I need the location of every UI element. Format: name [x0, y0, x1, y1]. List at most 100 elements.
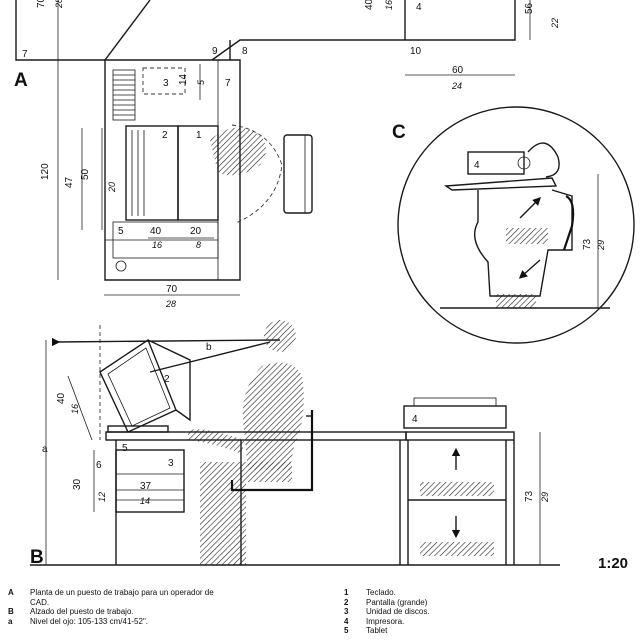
- label-c: C: [392, 122, 406, 143]
- arrow-down-c: [518, 259, 541, 279]
- disk-cabinet-b: [115, 449, 185, 513]
- legend-text: Impresora.: [366, 616, 405, 626]
- dim-50: 50: [80, 168, 91, 180]
- disk-unit-plan: [142, 67, 186, 95]
- dim-70-top: 70: [36, 0, 47, 8]
- dim-70-b: 70: [166, 284, 178, 295]
- legend-text: Nivel del ojo: 105-133 cm/41-52".: [30, 616, 149, 626]
- legend-text: Alzado del puesto de trabajo.: [30, 607, 134, 616]
- chair-b: [230, 410, 314, 492]
- legend-key: 3: [344, 607, 349, 616]
- plan-num-9: 9: [212, 46, 218, 57]
- sight-line: [51, 337, 281, 347]
- paper-curl-c: [527, 142, 560, 178]
- printer-c: [467, 151, 525, 175]
- elev-num-6: 6: [96, 460, 102, 471]
- desk-main-plan: [104, 59, 241, 281]
- dim-20-b: 20: [190, 226, 202, 237]
- screen-plan: [125, 125, 179, 221]
- legend-text: Planta de un puesto de trabajo para un o…: [30, 588, 214, 597]
- legend-right: 1 Teclado. 2 Pantalla (grande) 3 Unidad …: [338, 588, 598, 636]
- dim-16-b: 16: [152, 240, 162, 250]
- legend-key: a: [8, 616, 13, 626]
- legend-key: [2, 598, 30, 608]
- shelf-c: [443, 177, 558, 191]
- tablet-b: [107, 425, 169, 433]
- plan-num-5: 5: [118, 226, 124, 237]
- dim-16-top: 16: [384, 0, 394, 10]
- legend-text: Tablet: [366, 626, 388, 635]
- elev-dim-30: 30: [72, 478, 83, 490]
- c-num-4: 4: [474, 160, 480, 171]
- plan-num-3: 3: [163, 78, 169, 89]
- plan-num-7-left: 7: [22, 49, 28, 60]
- dim-24: 24: [451, 81, 462, 91]
- mouse-plan: [115, 260, 127, 272]
- paper-stack-lower: [496, 294, 536, 308]
- dim-8-b: 8: [196, 240, 201, 250]
- elev-dim-14: 14: [140, 496, 150, 506]
- plan-view-a: [15, 0, 531, 296]
- scale-label: 1:20: [598, 555, 628, 572]
- elev-letter-a: a: [42, 444, 48, 455]
- dim-20: 20: [107, 182, 117, 193]
- elev-num-3: 3: [168, 458, 174, 469]
- arrow-up-c: [519, 197, 541, 219]
- stand-c: [474, 189, 573, 297]
- operator-head-b: [264, 320, 296, 352]
- legend-item: 3 Unidad de discos.: [338, 607, 598, 617]
- legend-item: 4 Impresora.: [338, 617, 598, 627]
- elev-dim-29: 29: [540, 492, 550, 503]
- printer-b: [403, 405, 507, 429]
- elev-dim-73: 73: [524, 490, 535, 502]
- plan-num-10: 10: [410, 46, 422, 57]
- dim-22: 22: [550, 18, 560, 29]
- dim-40-top: 40: [364, 0, 375, 10]
- legend-item: 5 Tablet: [338, 626, 598, 636]
- operator-body-b: [242, 362, 304, 470]
- legend-text: CAD.: [30, 597, 50, 607]
- elev-num-2: 2: [164, 374, 170, 385]
- legend-item: A Planta de un puesto de trabajo para un…: [2, 588, 302, 598]
- legend-key: A: [8, 588, 14, 597]
- elev-num-4: 4: [412, 414, 418, 425]
- paper-guide-c: [562, 195, 575, 251]
- legend: A Planta de un puesto de trabajo para un…: [0, 586, 640, 640]
- dim-47: 47: [64, 176, 75, 188]
- legend-text: Pantalla (grande): [366, 597, 428, 607]
- dim-40-b: 40: [150, 226, 162, 237]
- paper-stack-b-lower: [420, 542, 494, 556]
- c-dim-29: 29: [596, 240, 606, 251]
- paper-stack-b-upper: [420, 482, 494, 496]
- plan-num-4: 4: [416, 2, 422, 13]
- dim-14: 14: [178, 73, 189, 85]
- elevation-b: [30, 320, 560, 566]
- desk-top-left: [15, 0, 151, 61]
- elev-num-5: 5: [122, 443, 128, 454]
- plan-num-2: 2: [162, 130, 168, 141]
- operator-legs-b: [200, 462, 292, 565]
- dim-28-b: 28: [165, 299, 176, 309]
- plan-num-1: 1: [196, 130, 202, 141]
- desk-top-right: [211, 0, 516, 61]
- elev-dim-37: 37: [140, 481, 152, 492]
- legend-item: a Nivel del ojo: 105-133 cm/41-52".: [2, 617, 302, 627]
- label-a: A: [14, 70, 28, 91]
- elev-dim-16: 16: [70, 404, 80, 414]
- legend-text: Teclado.: [366, 588, 396, 597]
- plan-num-7-right: 7: [225, 78, 231, 89]
- legend-item: 1 Teclado.: [338, 588, 598, 598]
- legend-item: CAD.: [2, 598, 302, 608]
- legend-key: 1: [344, 588, 349, 597]
- legend-key: 2: [344, 597, 349, 607]
- legend-item: 2 Pantalla (grande): [338, 598, 598, 608]
- legend-left: A Planta de un puesto de trabajo para un…: [2, 588, 302, 626]
- detail-c-circle: [397, 106, 635, 344]
- legend-text: Unidad de discos.: [366, 607, 430, 616]
- detail-c: [397, 106, 635, 344]
- chair-plan: [283, 134, 313, 214]
- legend-item: B Alzado del puesto de trabajo.: [2, 607, 302, 617]
- label-b: B: [30, 547, 44, 568]
- elev-letter-b: b: [206, 342, 212, 353]
